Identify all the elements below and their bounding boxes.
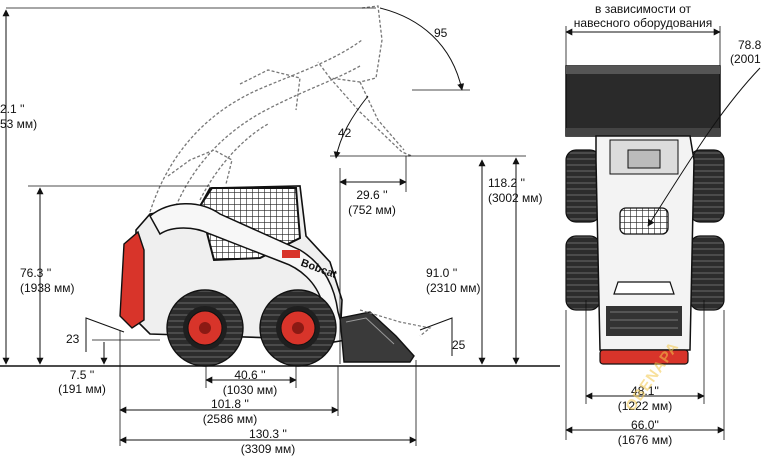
width-bucket-line2: навесного оборудования	[573, 16, 713, 30]
overall-width-in: 66.0''	[631, 418, 659, 432]
ground-clearance-in: 7.5 ''	[69, 368, 95, 382]
bucket-angle-label: 25	[452, 338, 466, 352]
turning-radius-in: 78.8	[738, 38, 762, 52]
roof-height-mm: (1938 мм)	[20, 281, 75, 295]
overall-width-mm: (1676 мм)	[617, 433, 673, 447]
height-overall-in: 2.1 ''	[0, 102, 25, 116]
front-body	[595, 135, 695, 351]
bucket-front	[565, 65, 721, 137]
rear-right-tyre	[689, 235, 725, 311]
ground-clearance-mm: (191 мм)	[58, 382, 106, 396]
roof-height-in: 76.3 ''	[20, 266, 52, 280]
wheelbase-mm: (1030 мм)	[222, 383, 278, 397]
rear-counterweight	[599, 349, 689, 365]
raised-arm-outline	[149, 5, 413, 213]
rear-wheel	[166, 289, 244, 367]
turning-radius-mm: (2001	[730, 52, 761, 66]
length-bucket-mm: (3309 мм)	[240, 442, 296, 456]
rear-left-tyre	[565, 235, 601, 311]
front-dimension-lines	[565, 26, 761, 440]
hinge-pin-height-in: 118.2 ''	[488, 176, 526, 190]
rollback-angle-label: 42	[338, 126, 352, 140]
tread-width-mm: (1222 мм)	[617, 399, 673, 413]
front-grill	[619, 207, 669, 235]
dimension-lines	[2, 7, 526, 446]
front-wheel	[259, 289, 337, 367]
tread-width-in: 48.1''	[631, 384, 659, 398]
dump-height-mm: (2310 мм)	[426, 281, 481, 295]
hinge-pin-height-mm: (3002 мм)	[488, 191, 543, 205]
length-no-bucket-in: 101.8 ''	[211, 397, 249, 411]
dump-reach-mm: (752 мм)	[348, 203, 396, 217]
front-left-tyre	[565, 149, 601, 223]
height-overall-mm: 53 мм)	[0, 117, 38, 131]
skid-steer-front-view	[565, 65, 725, 365]
skid-steer-side-view	[119, 185, 432, 367]
bucket-lowered	[339, 311, 415, 363]
dump-height-in: 91.0 ''	[426, 266, 458, 280]
length-no-bucket-mm: (2586 мм)	[202, 412, 258, 426]
departure-angle-label: 23	[66, 332, 80, 346]
dump-reach-in: 29.6 ''	[356, 188, 388, 202]
length-bucket-in: 130.3 ''	[249, 427, 287, 441]
dump-angle-label: 95	[434, 26, 448, 40]
front-right-tyre	[689, 149, 725, 223]
rear-panel	[119, 230, 145, 329]
wheelbase-in: 40.6 ''	[234, 368, 266, 382]
width-bucket-line1: в зависимости от	[594, 2, 692, 16]
